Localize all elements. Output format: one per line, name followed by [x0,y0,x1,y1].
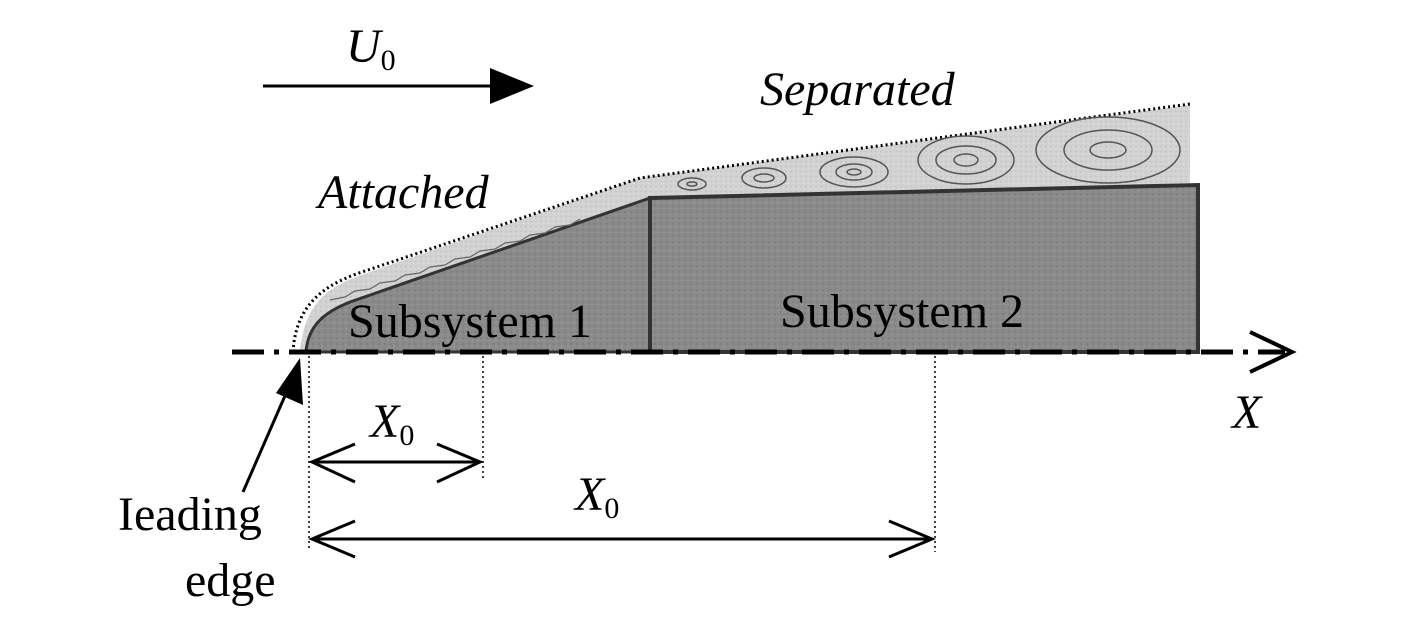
boundary-layer-edge [291,102,1191,353]
velocity-arrowhead [490,68,534,104]
leading-edge-arrow-shaft [241,381,293,493]
dimension-long-head-right [888,519,936,559]
attached-wavy-line [329,218,581,301]
axis-label: X [1230,386,1263,439]
dimension-short-head-left [308,442,356,484]
leading-edge-arrowhead [276,358,303,405]
dimension-long-label: X0 [573,468,619,525]
subsystem-2-label: Subsystem 2 [780,285,1024,338]
subsystem-2-body [648,182,1200,354]
leading-edge-label-line2: edge [185,554,276,607]
vortices [677,116,1181,191]
separated-label: Separated [760,63,956,116]
dimension-short-label: X0 [368,395,414,452]
subsystem-1-label: Subsystem 1 [348,295,592,348]
attached-label: Attached [315,166,490,219]
separated-region [300,105,1190,352]
x-axis-arrowhead [1249,330,1297,374]
dimension-short-head-right [436,442,484,484]
leading-edge-label-line1: Ieading [118,488,262,541]
subsystem-1-body [304,195,652,354]
dimension-long-head-left [308,519,356,559]
velocity-label: U0 [346,20,396,77]
